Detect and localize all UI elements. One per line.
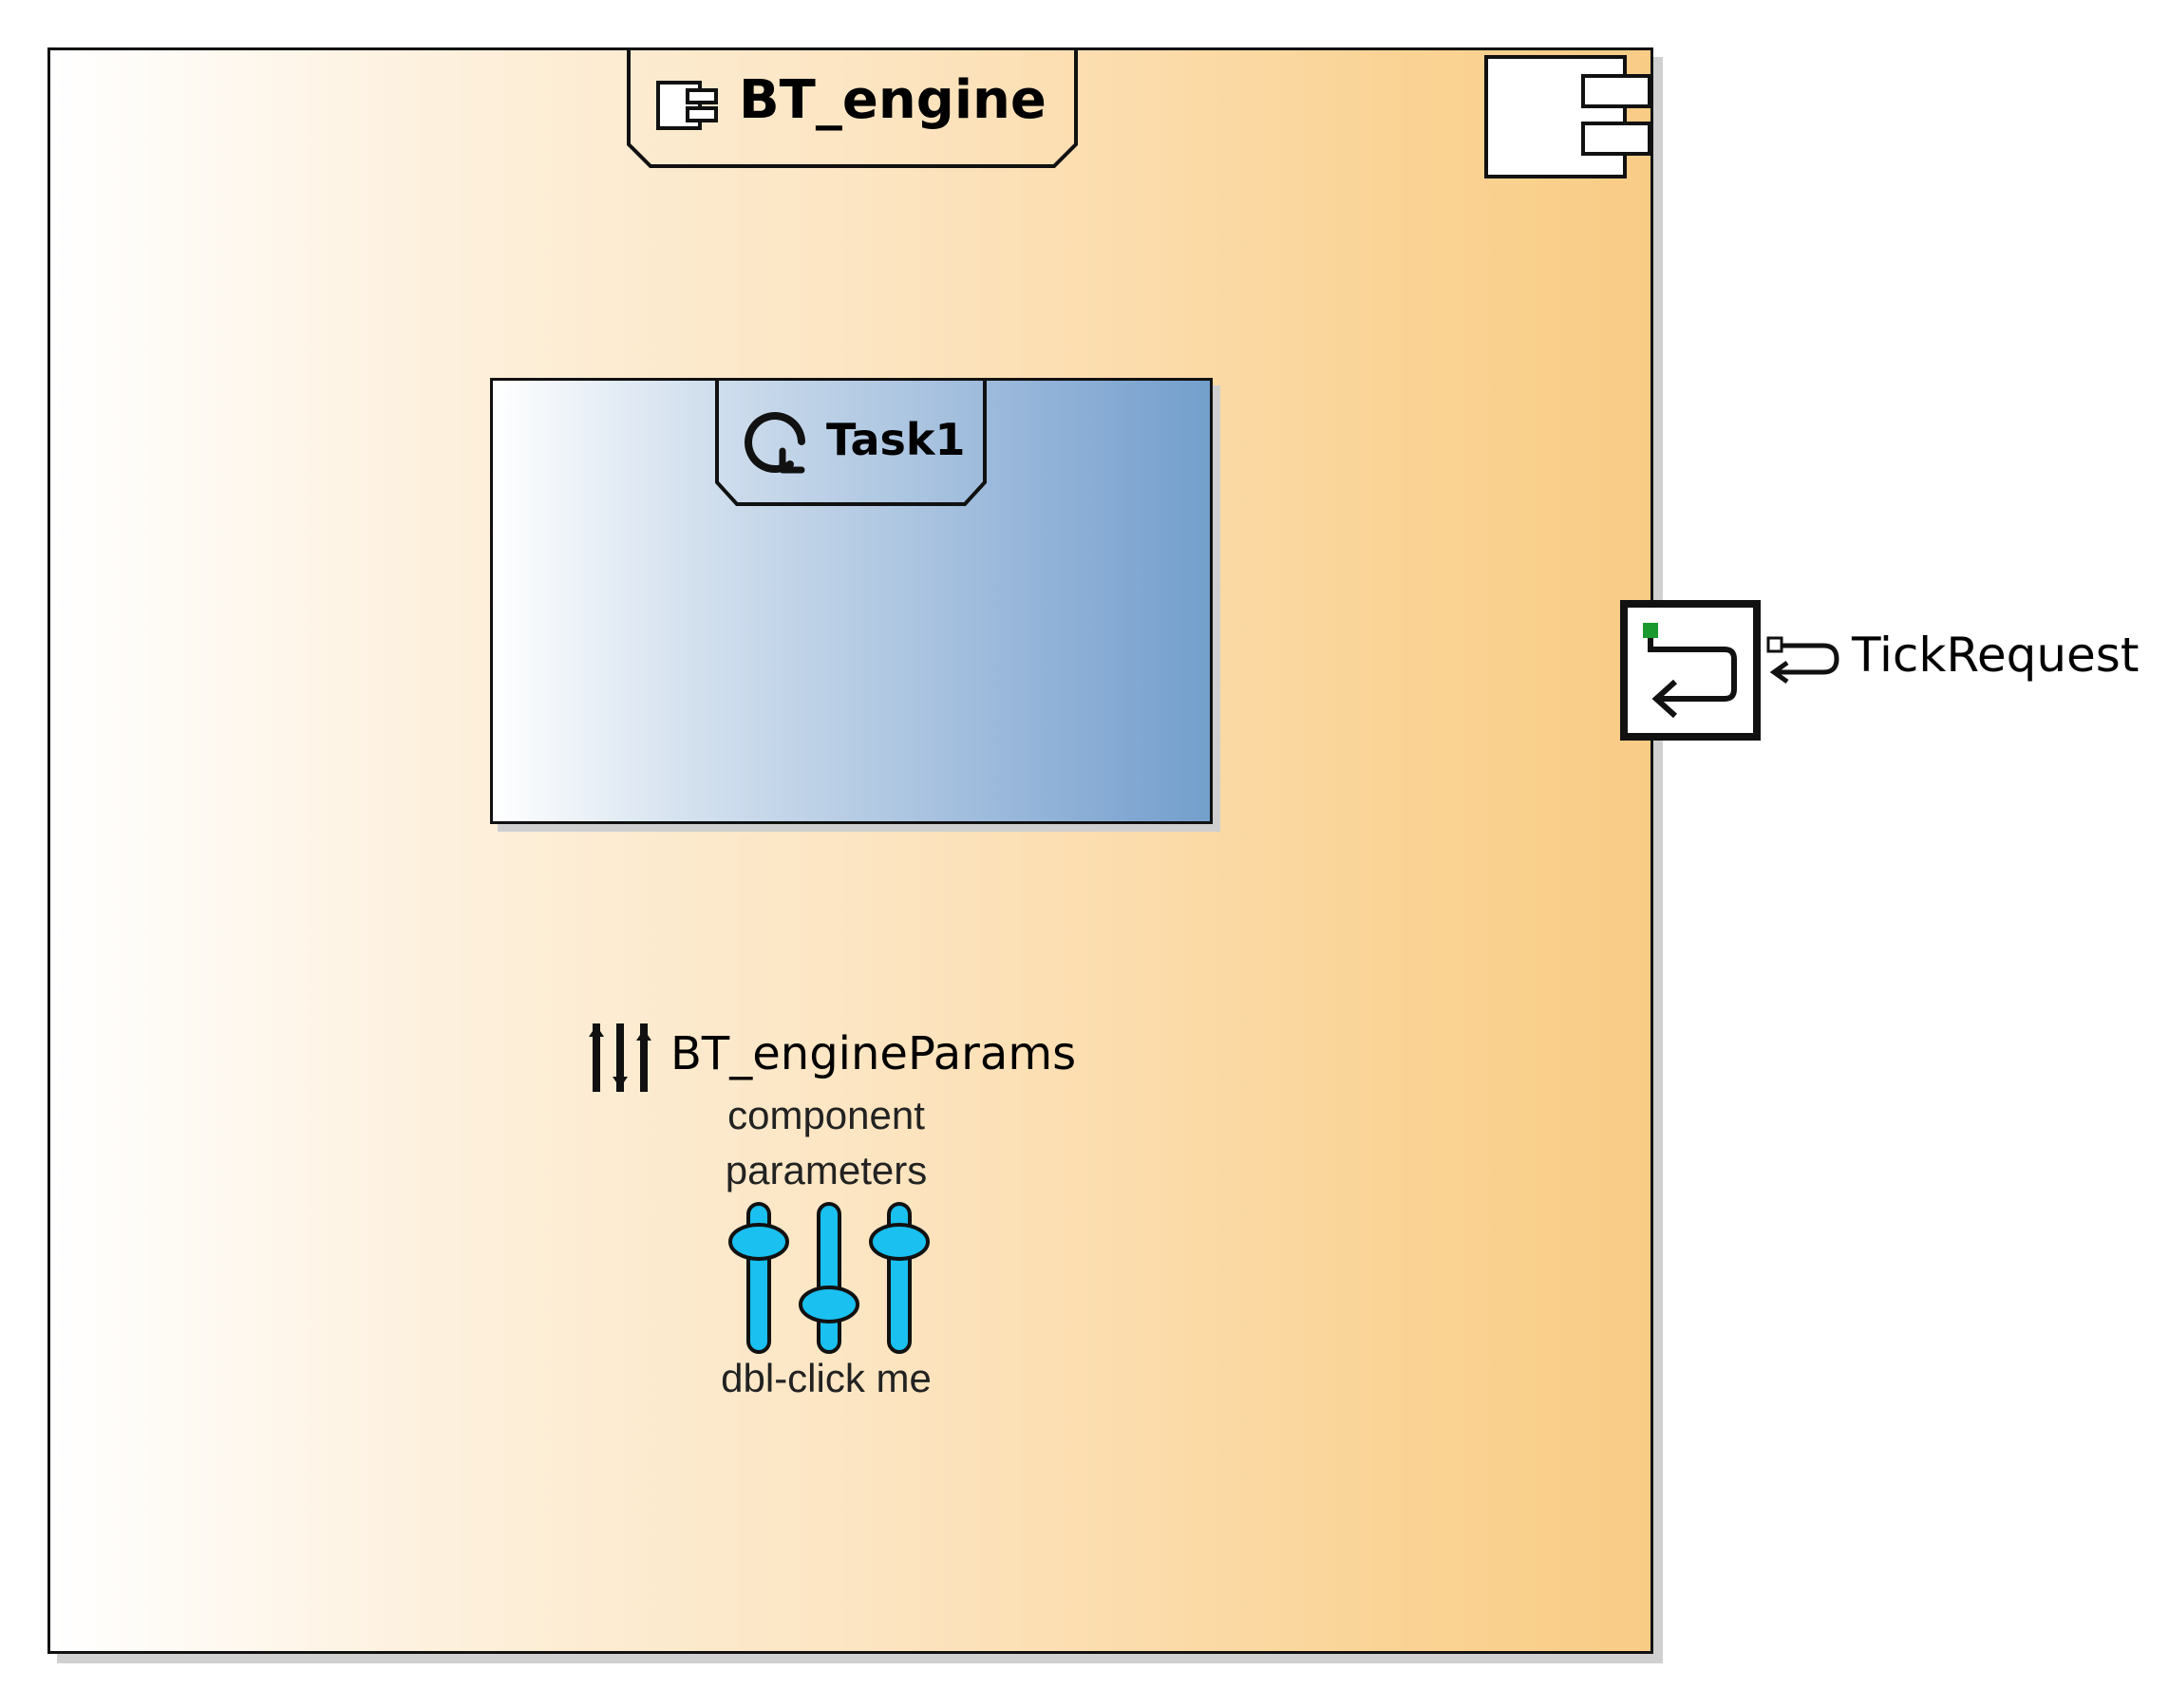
component-icon bbox=[1484, 55, 1651, 178]
task-task1[interactable] bbox=[490, 378, 1213, 824]
task-title-tab bbox=[715, 380, 987, 506]
port-label: TickRequest bbox=[1852, 628, 2140, 683]
parameters-caption-line1: component bbox=[727, 1093, 925, 1137]
component-icon bbox=[656, 81, 718, 130]
parameters-hint: dbl-click me bbox=[721, 1356, 932, 1400]
parameters-name[interactable]: BT_engineParams bbox=[670, 1027, 1077, 1080]
sliders-icon bbox=[589, 1023, 651, 1092]
parameters-caption-line2: parameters bbox=[725, 1148, 928, 1192]
parameters-sliders-icon[interactable] bbox=[714, 1200, 942, 1356]
provided-interface-icon bbox=[1766, 636, 1839, 685]
port-tickrequest[interactable] bbox=[1620, 600, 1761, 741]
task-cycle-icon bbox=[745, 412, 805, 474]
component-title: BT_engine bbox=[739, 69, 1047, 131]
component-bt-engine[interactable] bbox=[47, 47, 1653, 1654]
task-title: Task1 bbox=[826, 414, 966, 465]
component-title-tab bbox=[627, 48, 1078, 168]
parameters-caption: component parameters bbox=[693, 1088, 959, 1198]
